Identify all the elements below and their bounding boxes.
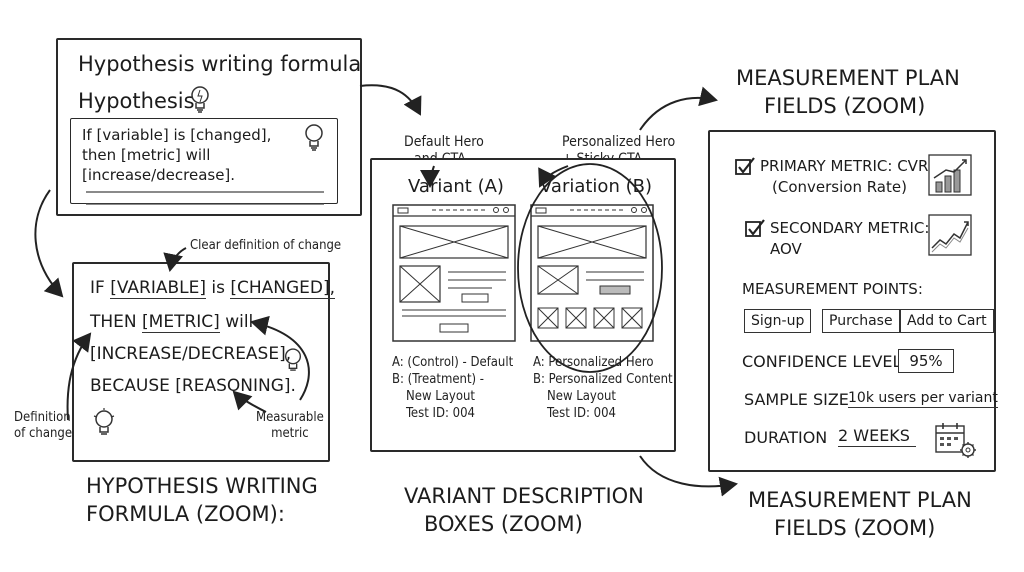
variant-b-description: A: Personalized Hero B: Personalized Con…	[533, 355, 673, 421]
duration-value: 2 WEEKS	[838, 426, 916, 447]
variant-b-title: Variation (B)	[540, 176, 652, 197]
inner-line-2: then [metric] will	[82, 146, 211, 164]
inner-line-3: [increase/decrease].	[82, 166, 236, 184]
hypothesis-label: Hypothesis	[78, 89, 195, 113]
point-sign-up: Sign-up	[744, 309, 812, 333]
zoom-line-1: IF [VARIABLE] is [CHANGED],	[90, 278, 336, 299]
annotation-measurable-metric: Measurable metric	[256, 410, 324, 441]
bar-chart-icon	[928, 154, 972, 196]
inner-line-1: If [variable] is [changed],	[82, 126, 272, 144]
caption-hypothesis-formula: HYPOTHESIS WRITING FORMULA (ZOOM):	[86, 474, 318, 526]
caption-variant-boxes: VARIANT DESCRIPTION BOXES (ZOOM)	[404, 484, 644, 536]
primary-metric: PRIMARY METRIC: CVR (Conversion Rate)	[760, 157, 929, 196]
calendar-gear-icon	[934, 420, 978, 460]
variant-a-description: A: (Control) - Default B: (Treatment) - …	[392, 355, 514, 421]
point-add-to-cart: Add to Cart	[900, 309, 994, 333]
hypothesis-formula-title: Hypothesis writing formula	[78, 52, 362, 76]
hypothesis-inner-box	[70, 118, 338, 204]
lightbulb-icon	[302, 122, 326, 152]
variant-b-wireframe	[530, 204, 654, 342]
sample-size-label: SAMPLE SIZE	[744, 390, 849, 409]
checkbox-checked-icon	[744, 218, 766, 240]
heading-measurement-plan-top: MEASUREMENT PLAN FIELDS (ZOOM)	[736, 66, 960, 118]
zoom-line-2: THEN [METRIC] will	[90, 312, 254, 333]
secondary-metric: SECONDARY METRIC: AOV	[770, 219, 930, 258]
line-chart-icon	[928, 214, 972, 256]
point-purchase: Purchase	[822, 309, 900, 333]
annotation-definition-of-change: Definition of change	[14, 410, 73, 441]
caption-measurement-plan: MEASUREMENT PLAN FIELDS (ZOOM)	[748, 488, 972, 540]
zoom-line-4: BECAUSE [REASONING].	[90, 376, 296, 396]
measurement-points-label: MEASUREMENT POINTS:	[742, 280, 923, 298]
variant-a-wireframe	[392, 204, 516, 342]
sample-size-value: 10k users per variant	[848, 390, 998, 408]
annotation-clear-definition: Clear definition of change	[190, 238, 342, 253]
checkbox-checked-icon	[734, 156, 756, 178]
lightbulb-icon	[92, 408, 116, 438]
zoom-line-3: [INCREASE/DECREASE],	[90, 344, 292, 364]
confidence-value: 95%	[898, 349, 954, 373]
lightbulb-icon	[282, 346, 304, 374]
confidence-label: CONFIDENCE LEVEL	[742, 352, 902, 371]
lightbulb-icon	[188, 84, 212, 114]
variant-a-title: Variant (A)	[408, 176, 504, 197]
duration-label: DURATION	[744, 428, 828, 447]
